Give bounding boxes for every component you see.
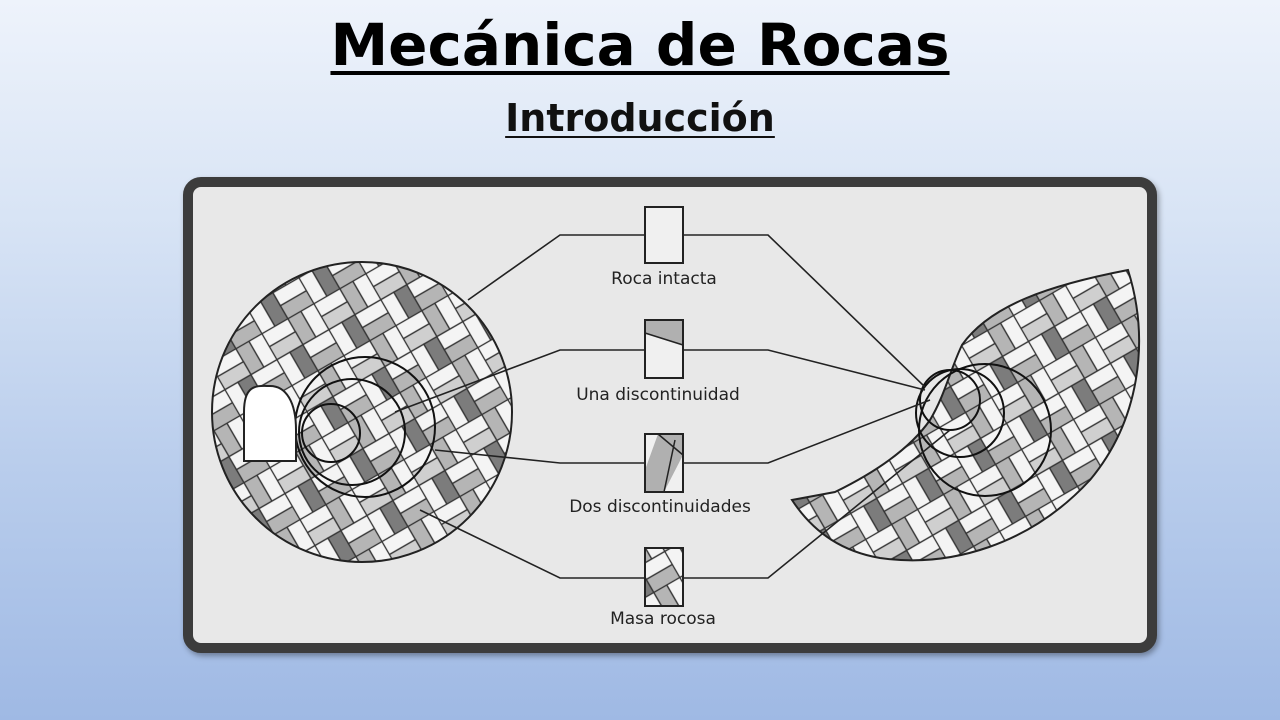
label-dos-discontinuidades: Dos discontinuidades xyxy=(569,497,751,517)
sample-rock-mass xyxy=(644,547,684,607)
label-una-discontinuidad: Una discontinuidad xyxy=(576,385,740,405)
slide-subtitle: Introducción xyxy=(505,96,775,140)
slide-title: Mecánica de Rocas xyxy=(330,11,950,79)
sample-two-discontinuities xyxy=(644,433,684,493)
tunnel-opening xyxy=(243,384,297,462)
sample-one-discontinuity xyxy=(644,319,684,379)
connector-lines xyxy=(394,234,951,579)
sample-intact xyxy=(644,206,684,264)
right-rock-slope xyxy=(790,268,1141,562)
label-roca-intacta: Roca intacta xyxy=(611,269,717,289)
diagram-frame: Roca intacta Una discontinuidad Dos disc… xyxy=(183,177,1157,653)
left-rock-mass xyxy=(211,261,513,563)
rock-scale-diagram: Roca intacta Una discontinuidad Dos disc… xyxy=(211,206,1141,629)
label-masa-rocosa: Masa rocosa xyxy=(610,609,716,629)
